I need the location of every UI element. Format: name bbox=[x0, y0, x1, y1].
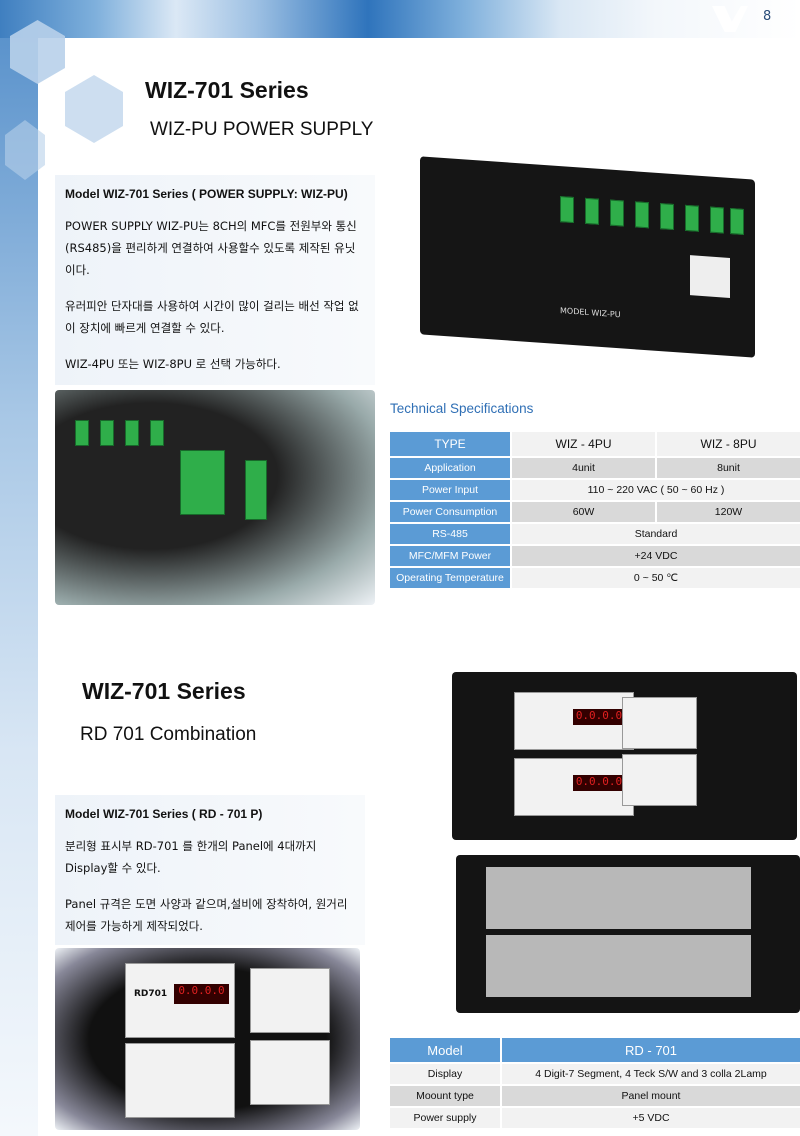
row-label: MFC/MFM Power bbox=[390, 546, 510, 566]
header-cell: WIZ - 8PU bbox=[657, 432, 800, 456]
section2-title: WIZ-701 Series bbox=[82, 678, 246, 704]
row-label: RS-485 bbox=[390, 524, 510, 544]
cell: +5 VDC bbox=[502, 1108, 800, 1128]
row-label: Operating Temperature bbox=[390, 568, 510, 588]
section2-subtitle: RD 701 Combination bbox=[80, 724, 257, 745]
cell: 60W bbox=[512, 502, 655, 522]
page-number: 8 bbox=[763, 9, 772, 24]
cell: +24 VDC bbox=[512, 546, 800, 566]
header-cell: WIZ - 4PU bbox=[512, 432, 655, 456]
header-cell: RD - 701 bbox=[502, 1038, 800, 1062]
power-supply-product-photo: MODEL WIZ-PU bbox=[420, 156, 755, 358]
paragraph: POWER SUPPLY WIZ-PU는 8CH의 MFC를 전원부와 통신(R… bbox=[65, 219, 357, 277]
header-cell: TYPE bbox=[390, 432, 510, 456]
power-supply-closeup-photo bbox=[55, 390, 375, 605]
hexagon-decoration bbox=[5, 120, 45, 180]
row-label: Power Consumption bbox=[390, 502, 510, 522]
header-banner bbox=[0, 0, 800, 38]
header-cell: Model bbox=[390, 1038, 500, 1062]
cell: 4 Digit-7 Segment, 4 Teck S/W and 3 coll… bbox=[502, 1064, 800, 1084]
spec-title: Technical Specifications bbox=[390, 401, 534, 416]
paragraph: 분리형 표시부 RD-701 를 한개의 Panel에 4대까지 Display… bbox=[65, 839, 317, 875]
row-label: Moount type bbox=[390, 1086, 500, 1106]
hexagon-decoration bbox=[65, 75, 123, 143]
panel-heading: Model WIZ-701 Series ( RD - 701 P) bbox=[65, 807, 263, 821]
cell: Panel mount bbox=[502, 1086, 800, 1106]
row-label: Power supply bbox=[390, 1108, 500, 1128]
cell: 0 ~ 50 ℃ bbox=[512, 568, 800, 588]
cell: 4unit bbox=[512, 458, 655, 478]
cell: Standard bbox=[512, 524, 800, 544]
cell: 110 ~ 220 VAC ( 50 ~ 60 Hz ) bbox=[512, 480, 800, 500]
device-label: MODEL WIZ-PU bbox=[560, 306, 621, 320]
row-label: Power Input bbox=[390, 480, 510, 500]
row-label: Application bbox=[390, 458, 510, 478]
section1-title: WIZ-701 Series bbox=[145, 77, 309, 103]
section2-description: Model WIZ-701 Series ( RD - 701 P) 분리형 표… bbox=[55, 795, 365, 945]
cell: 120W bbox=[657, 502, 800, 522]
section1-subtitle: WIZ-PU POWER SUPPLY bbox=[150, 119, 374, 140]
section1-description: Model WIZ-701 Series ( POWER SUPPLY: WIZ… bbox=[55, 175, 375, 385]
side-decoration bbox=[0, 38, 38, 1136]
cell: 8unit bbox=[657, 458, 800, 478]
paragraph: 유러피안 단자대를 사용하여 시간이 많이 걸리는 배선 작업 없이 장치에 빠… bbox=[65, 299, 359, 335]
paragraph: Panel 규격은 도면 사양과 같으며,설비에 장착하여, 원거리 제어를 가… bbox=[65, 897, 348, 933]
paragraph: WIZ-4PU 또는 WIZ-8PU 로 선택 가능하다. bbox=[65, 357, 281, 371]
panel-heading: Model WIZ-701 Series ( POWER SUPPLY: WIZ… bbox=[65, 187, 348, 201]
power-switch-icon bbox=[690, 255, 730, 298]
row-label: Display bbox=[390, 1064, 500, 1084]
rd701-panel-rear-photo bbox=[456, 855, 800, 1013]
rd701-panel-front-photo: 0.0.0.0 0.0.0.0 bbox=[452, 672, 797, 840]
